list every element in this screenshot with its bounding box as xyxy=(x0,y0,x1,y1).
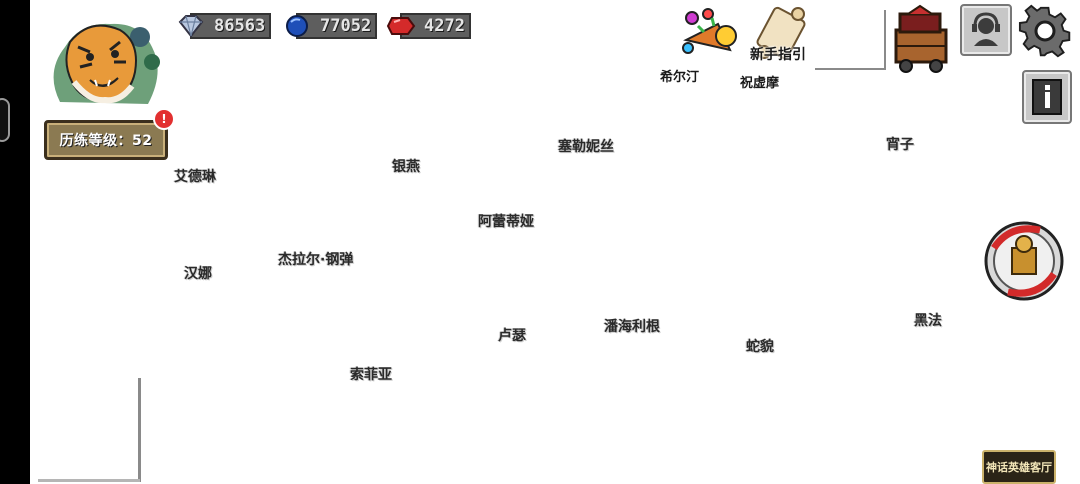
map-location-label[interactable]: 杰拉尔·钢弹 xyxy=(278,252,354,268)
training-level-text: 历练等级：52 xyxy=(59,133,153,149)
horn-icon xyxy=(682,8,737,54)
gear-icon xyxy=(1018,4,1071,58)
exchange-treasure-button[interactable] xyxy=(980,218,1068,304)
map-location-label[interactable]: 索菲亚 xyxy=(350,367,392,383)
map-location-label[interactable]: 阿蕾蒂娅 xyxy=(478,214,534,230)
info-book-button[interactable] xyxy=(1022,70,1072,124)
map-location-label[interactable]: 黑法 xyxy=(914,313,942,329)
frame-line xyxy=(138,378,141,482)
tiger-avatar-icon xyxy=(53,23,160,104)
diamond-amount: 86563 xyxy=(190,13,272,39)
scroll-icon xyxy=(756,6,806,60)
map-location-label[interactable]: 宵子 xyxy=(886,137,914,153)
horn-label: 希尔汀 xyxy=(660,70,700,85)
divider-line xyxy=(815,68,885,70)
frame-line xyxy=(38,479,140,482)
map-location-label[interactable]: 潘海利根 xyxy=(604,319,660,335)
sapphire-amount: 77052 xyxy=(296,13,378,39)
map-location-label[interactable]: 塞勒妮丝 xyxy=(558,139,614,155)
headset-support-icon xyxy=(972,12,1000,46)
info-book-icon xyxy=(1032,79,1062,115)
exchange-coin-icon xyxy=(984,221,1064,301)
event-horn-button[interactable] xyxy=(678,6,742,62)
divider-line xyxy=(884,10,886,70)
ruby-icon xyxy=(386,17,416,35)
device-side-handle[interactable] xyxy=(0,98,10,142)
currency-sapphire[interactable]: 77052 xyxy=(282,13,378,39)
map-location-label[interactable]: 银燕 xyxy=(392,159,420,175)
sapphire-icon xyxy=(286,15,308,37)
diamond-icon xyxy=(178,15,204,38)
map-location-label[interactable]: 蛇貌 xyxy=(746,339,774,355)
training-level-badge[interactable]: 历练等级：52 xyxy=(44,120,168,160)
guide-sub-label: 祝虚摩 xyxy=(740,76,780,91)
alert-icon[interactable]: ! xyxy=(153,108,175,130)
ruby-amount: 4272 xyxy=(400,13,471,39)
settings-button[interactable] xyxy=(1018,4,1072,58)
player-avatar[interactable] xyxy=(40,12,170,120)
treasure-cart-icon xyxy=(894,4,948,73)
map-location-label[interactable]: 汉娜 xyxy=(184,266,212,282)
treasure-cart-button[interactable] xyxy=(888,4,954,74)
myth-hero-hall-button[interactable]: 神话英雄客厅 xyxy=(982,450,1056,484)
device-left-bar xyxy=(0,0,30,484)
currency-diamond[interactable]: 86563 xyxy=(176,13,272,39)
map-location-label[interactable]: 卢瑟 xyxy=(498,328,526,344)
customer-service-button[interactable] xyxy=(960,4,1012,56)
guide-title: 新手指引 xyxy=(750,47,806,63)
newbie-guide-button[interactable] xyxy=(750,4,812,62)
currency-ruby[interactable]: 4272 xyxy=(386,13,471,39)
map-location-label[interactable]: 艾德琳 xyxy=(174,169,216,185)
